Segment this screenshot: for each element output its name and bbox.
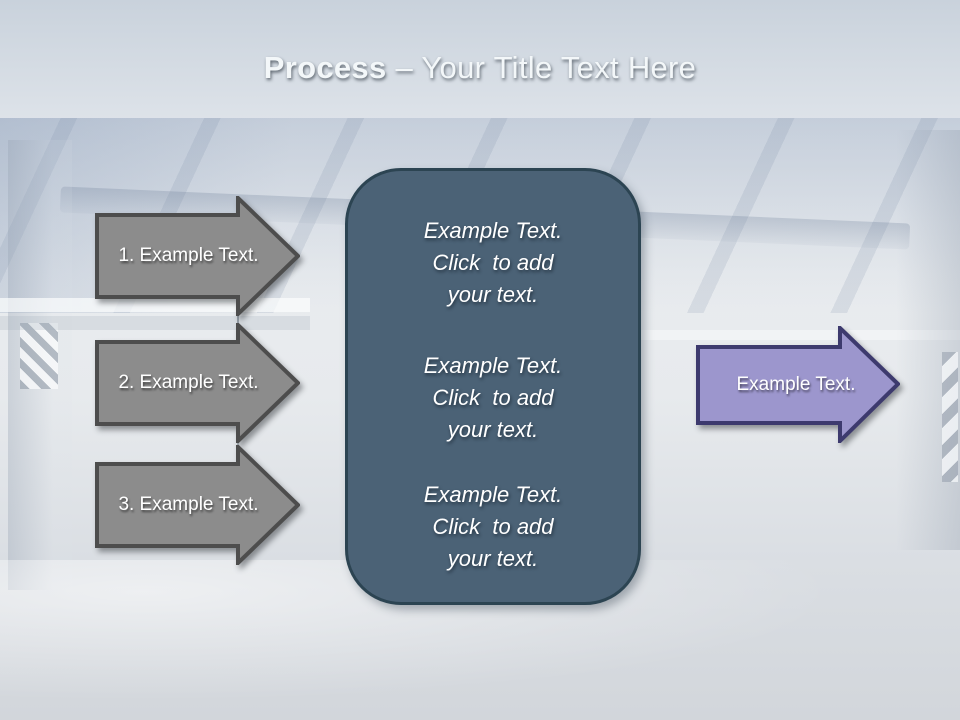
process-step-arrow-1: 1. Example Text. bbox=[95, 196, 300, 316]
panel-text-block-2: Example Text. Click to add your text. bbox=[348, 350, 638, 446]
process-step-arrow-3: 3. Example Text. bbox=[95, 445, 300, 565]
center-text-panel: Example Text. Click to add your text. Ex… bbox=[345, 168, 641, 605]
right-arrow-shape bbox=[95, 196, 300, 316]
panel-text-line: Click to add bbox=[432, 250, 554, 275]
slide-title: Process– Your Title Text Here bbox=[0, 50, 960, 86]
header-band: Process– Your Title Text Here bbox=[0, 0, 960, 172]
result-arrow-label: Example Text. bbox=[736, 374, 856, 395]
wall-band-left bbox=[0, 298, 310, 312]
left-hazard-stripes bbox=[20, 323, 58, 389]
panel-text-block-1: Example Text. Click to add your text. bbox=[348, 215, 638, 311]
right-hazard-stripes bbox=[942, 352, 958, 482]
panel-text-line: Example Text. bbox=[423, 353, 563, 378]
slide-title-rest: – Your Title Text Here bbox=[395, 50, 697, 85]
panel-text-line: Example Text. bbox=[423, 482, 563, 507]
process-step-3-label: 3. Example Text. bbox=[118, 494, 259, 515]
panel-text-line: Click to add bbox=[432, 385, 554, 410]
right-arrow-shape bbox=[696, 326, 900, 443]
result-arrow: Example Text. bbox=[696, 326, 900, 443]
wall-band-right bbox=[640, 330, 960, 340]
panel-text-line: your text. bbox=[447, 282, 539, 307]
panel-text-line: your text. bbox=[447, 417, 539, 442]
right-arrow-shape bbox=[95, 445, 300, 565]
panel-text-line: Example Text. bbox=[423, 218, 563, 243]
panel-text-block-3: Example Text. Click to add your text. bbox=[348, 479, 638, 575]
hanging-wire bbox=[237, 300, 239, 344]
right-arrow-shape bbox=[95, 323, 300, 443]
panel-text-line: Click to add bbox=[432, 514, 554, 539]
slide-title-emphasis: Process bbox=[263, 50, 387, 85]
process-step-1-label: 1. Example Text. bbox=[118, 245, 259, 266]
panel-text-line: your text. bbox=[447, 546, 539, 571]
process-step-2-label: 2. Example Text. bbox=[118, 372, 259, 393]
process-step-arrow-2: 2. Example Text. bbox=[95, 323, 300, 443]
